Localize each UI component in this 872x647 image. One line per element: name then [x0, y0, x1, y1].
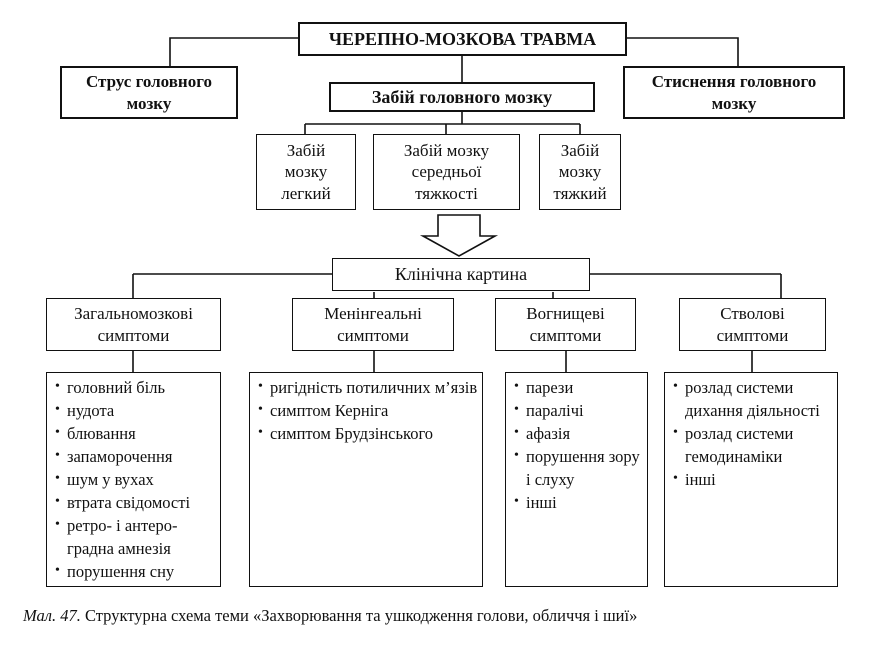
list-item: головний біль: [53, 375, 216, 399]
list-item: парези: [512, 375, 643, 399]
group-title-general: Загальномозкові симптоми: [46, 298, 221, 351]
list-item: ригідність потиличних м’язів: [256, 375, 478, 399]
group-title-focal: Вогнищеві симптоми: [495, 298, 636, 351]
caption-label: Мал. 47.: [23, 606, 81, 625]
contusion-box: Забій головного мозку: [329, 82, 595, 112]
list-item: розлад системи гемодинаміки: [671, 421, 833, 468]
list-item: порушення зору і слуху: [512, 444, 643, 491]
symptom-list-meningeal: ригідність потиличних м’язів симптом Кер…: [249, 372, 483, 587]
list-item: порушення сну: [53, 559, 216, 583]
clinical-picture-box: Клінічна картина: [332, 258, 590, 291]
list-item: ретро- і антеро- градна амнезія: [53, 513, 216, 560]
list-item: шум у вухах: [53, 467, 216, 491]
list-item: паралічі: [512, 398, 643, 422]
group-title-meningeal: Менінгеальні симптоми: [292, 298, 454, 351]
symptom-list-brainstem: розлад системи дихання діяльності розлад…: [664, 372, 838, 587]
list-item: афазія: [512, 421, 643, 445]
symptom-list-general: головний біль нудота блювання запамороче…: [46, 372, 221, 587]
down-arrow-icon: [419, 214, 499, 257]
caption-text: Структурна схема теми «Захворювання та у…: [80, 606, 638, 625]
figure-caption: Мал. 47. Структурна схема теми «Захворюв…: [23, 606, 637, 626]
list-item: симптом Керніга: [256, 398, 478, 422]
severity-mild-box: Забій мозку легкий: [256, 134, 356, 210]
list-item: запаморочення: [53, 444, 216, 468]
list-item: інші: [671, 467, 833, 491]
list-item: нудота: [53, 398, 216, 422]
list-item: блювання: [53, 421, 216, 445]
severity-severe-box: Забій мозку тяжкий: [539, 134, 621, 210]
severity-moderate-box: Забій мозку середньої тяжкості: [373, 134, 520, 210]
group-title-brainstem: Стволові симптоми: [679, 298, 826, 351]
list-item: втрата свідомості: [53, 490, 216, 514]
symptom-list-focal: парези паралічі афазія порушення зору і …: [505, 372, 648, 587]
list-item: розлад системи дихання діяльності: [671, 375, 833, 422]
concussion-box: Струс головного мозку: [60, 66, 238, 119]
list-item: симптом Брудзінського: [256, 421, 478, 445]
list-item: інші: [512, 490, 643, 514]
compression-box: Стиснення головного мозку: [623, 66, 845, 119]
root-box: ЧЕРЕПНО-МОЗКОВА ТРАВМА: [298, 22, 627, 56]
